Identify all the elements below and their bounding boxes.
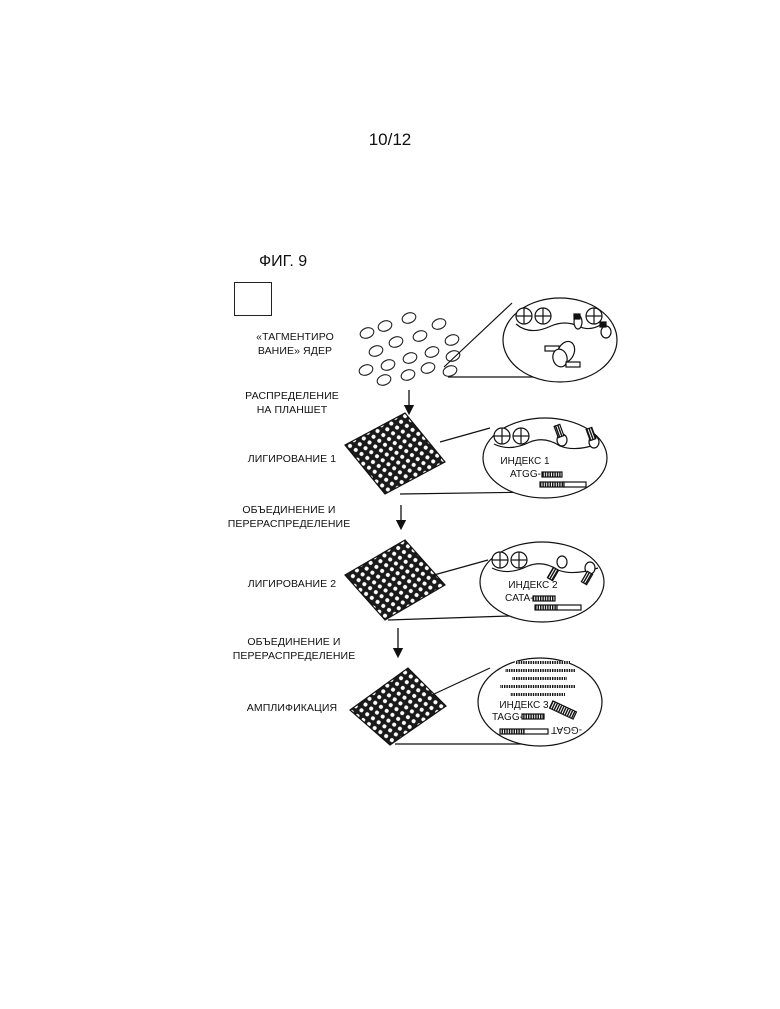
plate-1 xyxy=(345,413,445,494)
inset-ligation-2-index-label: ИНДЕКС 2 xyxy=(508,580,558,591)
inset-amplification-rotated-sequence: -GGAT xyxy=(551,724,582,735)
inset-ligation-1-sequence: ATGG- xyxy=(510,469,541,480)
inset-amplification-sequence: TAGG- xyxy=(492,712,523,723)
inset-tagmentation xyxy=(444,298,617,382)
inset-ligation-2-sequence: CATA- xyxy=(505,593,534,604)
inset-ligation-1-index-label: ИНДЕКС 1 xyxy=(500,456,550,467)
plate-3 xyxy=(350,668,446,745)
plate-2 xyxy=(345,540,445,620)
inset-amplification-index-label: ИНДЕКС 3 xyxy=(499,700,549,711)
nuclei-cluster xyxy=(358,311,462,387)
